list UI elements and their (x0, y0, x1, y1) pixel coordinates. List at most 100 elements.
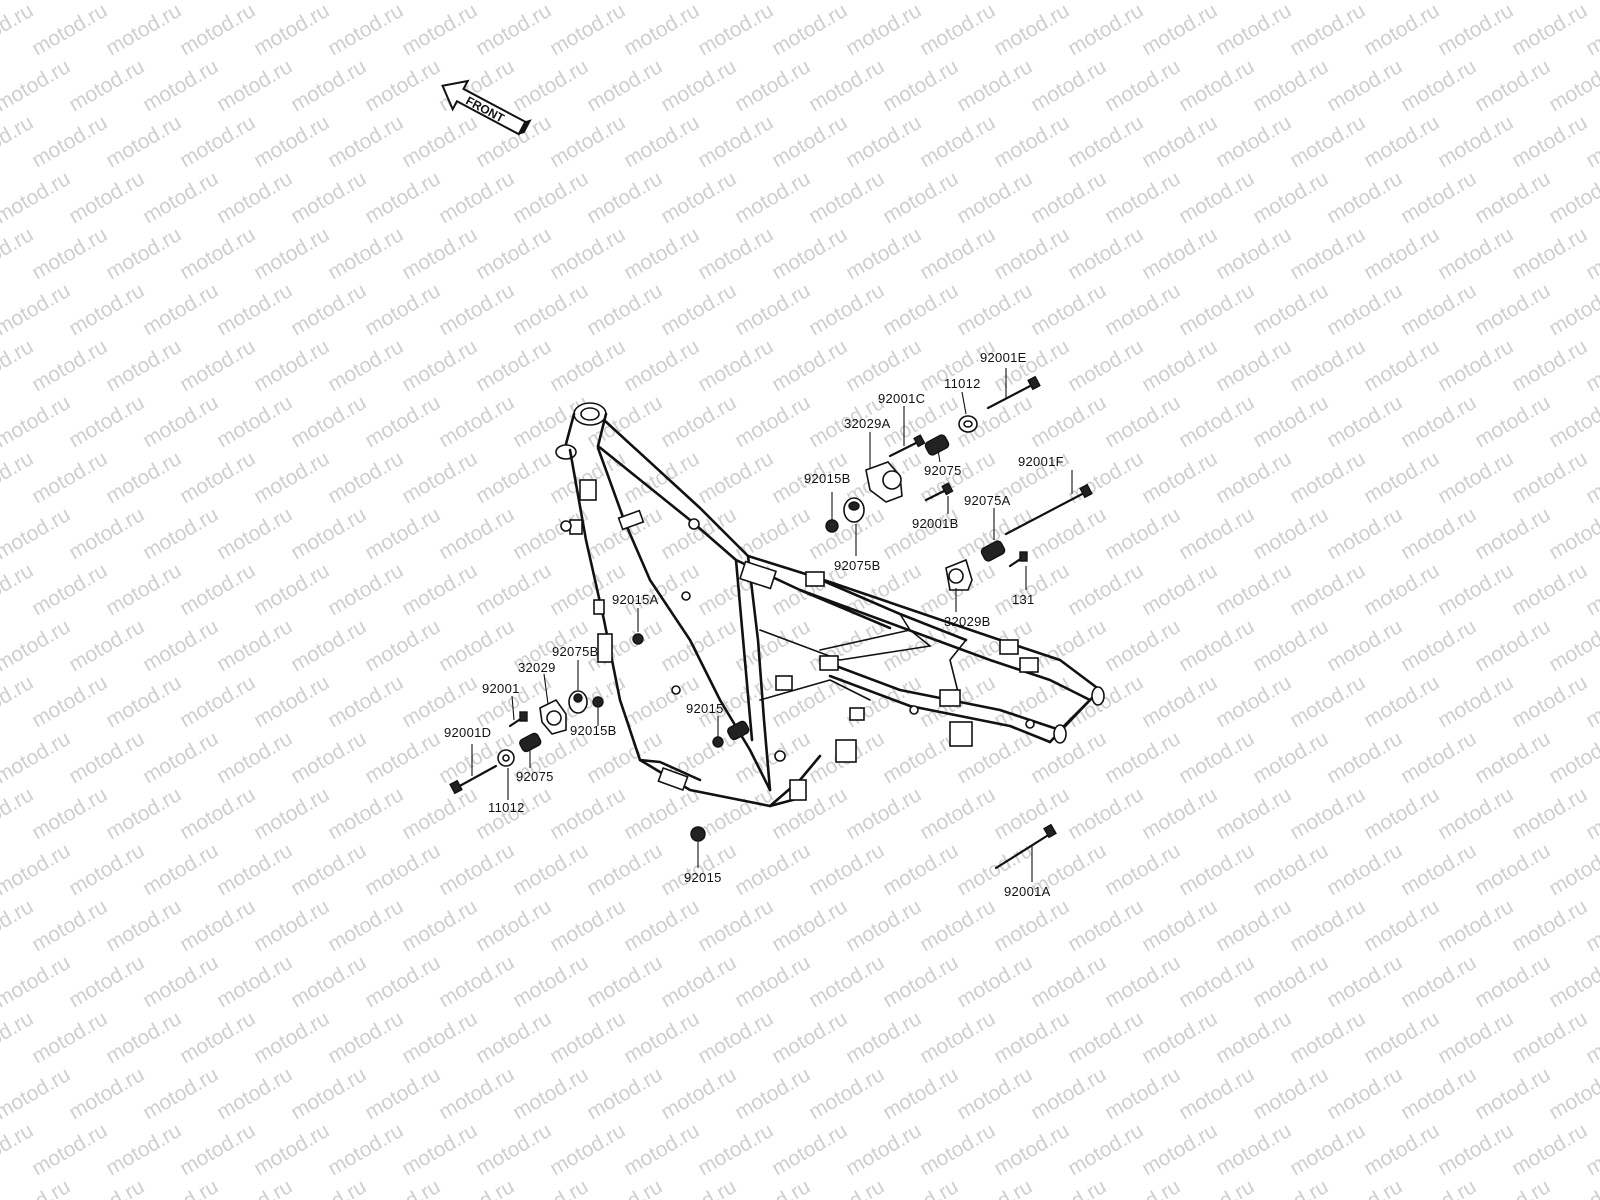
watermark-text: motod.ru (0, 1007, 37, 1068)
watermark-text: motod.ru (1138, 783, 1221, 844)
watermark-text: motod.ru (731, 1063, 814, 1124)
watermark-text: motod.ru (657, 503, 740, 564)
watermark-text: motod.ru (1138, 335, 1221, 396)
watermark-text: motod.ru (1027, 391, 1110, 452)
watermark-text: motod.ru (361, 951, 444, 1012)
watermark-text: motod.ru (361, 0, 444, 4)
watermark-text: motod.ru (1545, 615, 1600, 676)
watermark-text: motod.ru (657, 55, 740, 116)
watermark-text: motod.ru (65, 615, 148, 676)
watermark-text: motod.ru (1249, 839, 1332, 900)
watermark-text: motod.ru (250, 335, 333, 396)
label-32029: 32029 (518, 660, 556, 675)
watermark-text: motod.ru (139, 951, 222, 1012)
watermark-text: motod.ru (65, 279, 148, 340)
watermark-text: motod.ru (1360, 1119, 1443, 1180)
watermark-text: motod.ru (1323, 839, 1406, 900)
watermark-text: motod.ru (620, 1119, 703, 1180)
watermark-text: motod.ru (102, 559, 185, 620)
watermark-text: motod.ru (1545, 279, 1600, 340)
watermark-text: motod.ru (287, 503, 370, 564)
watermark-text: motod.ru (953, 55, 1036, 116)
watermark-text: motod.ru (657, 0, 740, 4)
watermark-text: motod.ru (1471, 391, 1554, 452)
watermark-text: motod.ru (805, 167, 888, 228)
watermark-text: motod.ru (916, 783, 999, 844)
label-92015-bottom: 92015 (684, 870, 722, 885)
watermark-text: motod.ru (1027, 1063, 1110, 1124)
label-92015-mid: 92015 (686, 701, 724, 716)
watermark-text: motod.ru (0, 1063, 74, 1124)
label-92001E: 92001E (980, 350, 1027, 365)
watermark-text: motod.ru (1027, 55, 1110, 116)
watermark-text: motod.ru (1360, 223, 1443, 284)
watermark-text: motod.ru (1101, 615, 1184, 676)
watermark-text: motod.ru (953, 279, 1036, 340)
watermark-text: motod.ru (1212, 671, 1295, 732)
watermark-text: motod.ru (1508, 559, 1591, 620)
watermark-text: motod.ru (398, 671, 481, 732)
watermark-text: motod.ru (0, 447, 37, 508)
watermark-text: motod.ru (250, 783, 333, 844)
watermark-text: motod.ru (65, 503, 148, 564)
watermark-text: motod.ru (805, 55, 888, 116)
watermark-text: motod.ru (546, 0, 629, 60)
watermark-text: motod.ru (1545, 727, 1600, 788)
watermark-text: motod.ru (1286, 1007, 1369, 1068)
watermark-text: motod.ru (1212, 447, 1295, 508)
watermark-text: motod.ru (990, 223, 1073, 284)
watermark-text: motod.ru (1212, 111, 1295, 172)
watermark-text: motod.ru (805, 0, 888, 4)
watermark-text: motod.ru (435, 1175, 518, 1200)
watermark-text: motod.ru (1064, 111, 1147, 172)
watermark-text: motod.ru (1249, 167, 1332, 228)
watermark-text: motod.ru (287, 1063, 370, 1124)
watermark-text: motod.ru (657, 279, 740, 340)
watermark-text: motod.ru (213, 727, 296, 788)
watermark-text: motod.ru (472, 1007, 555, 1068)
watermark-text: motod.ru (1212, 0, 1295, 60)
watermark-text: motod.ru (139, 55, 222, 116)
watermark-text: motod.ru (176, 335, 259, 396)
watermark-text: motod.ru (657, 951, 740, 1012)
watermark-text: motod.ru (1508, 223, 1591, 284)
watermark-text: motod.ru (990, 111, 1073, 172)
watermark-text: motod.ru (361, 839, 444, 900)
watermark-text: motod.ru (1286, 223, 1369, 284)
watermark-text: motod.ru (842, 1119, 925, 1180)
motorcycle-frame (555, 402, 1105, 808)
watermark-text: motod.ru (1249, 55, 1332, 116)
watermark-text: motod.ru (1545, 1063, 1600, 1124)
watermark-text: motod.ru (213, 167, 296, 228)
watermark-text: motod.ru (694, 335, 777, 396)
watermark-text: motod.ru (28, 671, 111, 732)
watermark-text: motod.ru (731, 503, 814, 564)
watermark-text: motod.ru (1471, 615, 1554, 676)
watermark-text: motod.ru (1360, 559, 1443, 620)
watermark-text: motod.ru (1323, 615, 1406, 676)
label-92075B: 92075B (834, 558, 881, 573)
watermark-text: motod.ru (1249, 1063, 1332, 1124)
watermark-text: motod.ru (694, 447, 777, 508)
watermark-text: motod.ru (1175, 951, 1258, 1012)
watermark-text: motod.ru (398, 223, 481, 284)
watermark-text: motod.ru (768, 0, 851, 60)
watermark-text: motod.ru (28, 783, 111, 844)
watermark-text: motod.ru (731, 1175, 814, 1200)
watermark-text: motod.ru (879, 1175, 962, 1200)
watermark-text: motod.ru (0, 559, 37, 620)
watermark-text: motod.ru (768, 223, 851, 284)
watermark-text: motod.ru (0, 503, 74, 564)
watermark-text: motod.ru (805, 279, 888, 340)
watermark-text: motod.ru (1064, 447, 1147, 508)
watermark-text: motod.ru (324, 671, 407, 732)
watermark-text: motod.ru (546, 559, 629, 620)
watermark-text: motod.ru (287, 727, 370, 788)
watermark-text: motod.ru (1360, 111, 1443, 172)
watermark-text: motod.ru (139, 167, 222, 228)
watermark-text: motod.ru (694, 111, 777, 172)
watermark-text: motod.ru (620, 335, 703, 396)
watermark-text: motod.ru (176, 895, 259, 956)
watermark-text: motod.ru (176, 0, 259, 60)
watermark-text: motod.ru (0, 1119, 37, 1180)
